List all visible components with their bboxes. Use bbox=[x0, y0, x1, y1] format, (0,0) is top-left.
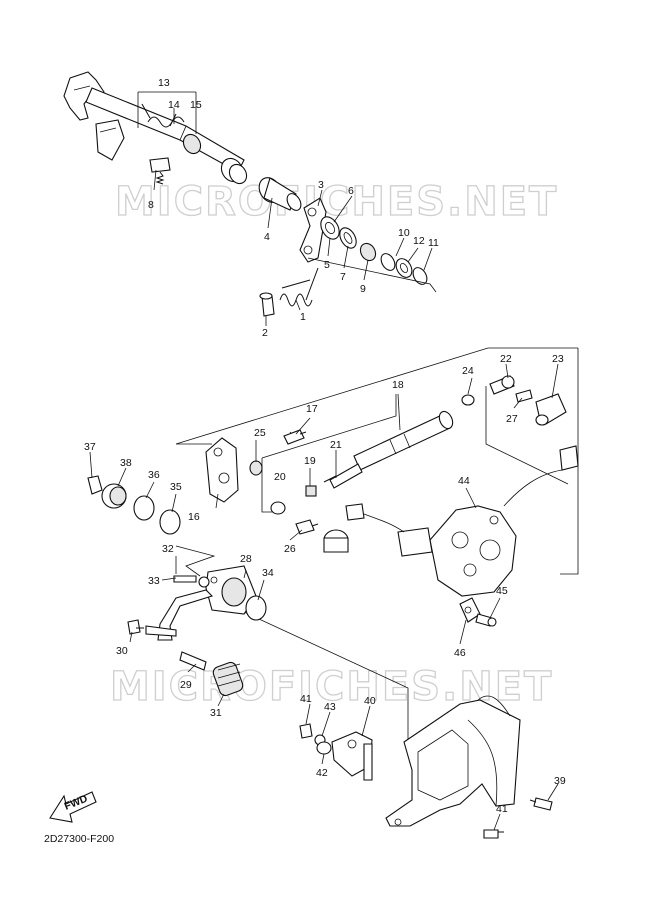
part-9-collar bbox=[359, 242, 377, 262]
callout-2: 2 bbox=[262, 327, 268, 339]
callout-31: 31 bbox=[210, 707, 222, 719]
callout-18: 18 bbox=[392, 379, 404, 391]
callout-41-lower: 41 bbox=[496, 803, 508, 815]
part-28-housing bbox=[205, 565, 257, 615]
part-23-cap bbox=[535, 393, 567, 426]
shift-shaft-assembly bbox=[63, 71, 248, 185]
callout-19: 19 bbox=[304, 455, 316, 467]
callout-46: 46 bbox=[454, 647, 466, 659]
part-25-collar bbox=[249, 460, 263, 476]
part-35-o-ring bbox=[159, 509, 181, 535]
callout-16: 16 bbox=[188, 511, 200, 523]
callout-13: 13 bbox=[158, 77, 170, 89]
callout-11: 11 bbox=[428, 237, 439, 249]
drawing-code: 2D27300-F200 bbox=[44, 833, 114, 845]
callout-28: 28 bbox=[240, 553, 252, 565]
shift-lever-arm bbox=[145, 589, 214, 641]
callout-44: 44 bbox=[458, 475, 470, 487]
callout-12: 12 bbox=[413, 235, 425, 247]
part-2-pin bbox=[259, 292, 275, 317]
callout-39: 39 bbox=[554, 775, 566, 787]
callout-10: 10 bbox=[398, 227, 410, 239]
callout-24: 24 bbox=[462, 365, 474, 377]
callout-34: 34 bbox=[262, 567, 274, 579]
part-26-bolt bbox=[295, 519, 319, 535]
callout-42: 42 bbox=[316, 767, 328, 779]
part-44-actuator bbox=[345, 469, 563, 597]
part-16-lever bbox=[205, 437, 239, 503]
part-4-bushing bbox=[258, 177, 302, 211]
part-38-bushing bbox=[101, 483, 127, 509]
part-41-bolt-lower bbox=[483, 829, 504, 839]
part-22-screw bbox=[489, 375, 515, 395]
callout-43: 43 bbox=[324, 701, 336, 713]
part-1-spring bbox=[279, 267, 319, 307]
callout-40: 40 bbox=[364, 695, 376, 707]
callouts: 1 2 3 4 5 6 7 8 9 10 11 12 13 14 15 16 1… bbox=[84, 77, 566, 815]
callout-7: 7 bbox=[340, 271, 346, 283]
part-34-o-ring bbox=[245, 595, 267, 621]
lower-leaders bbox=[129, 556, 559, 831]
part-29-pin bbox=[179, 651, 207, 671]
part-41-bolt-upper bbox=[299, 723, 313, 739]
part-24-washer bbox=[461, 394, 475, 406]
callout-1: 1 bbox=[300, 311, 306, 323]
part-3-lever bbox=[299, 197, 327, 263]
callout-26: 26 bbox=[284, 543, 296, 555]
washers-5-6-7 bbox=[320, 216, 357, 249]
callout-17: 17 bbox=[306, 403, 318, 415]
lower-frame-lines bbox=[175, 545, 409, 748]
callout-15: 15 bbox=[190, 99, 202, 111]
callout-36: 36 bbox=[148, 469, 160, 481]
callout-23: 23 bbox=[552, 353, 564, 365]
fwd-arrow-icon: FWD bbox=[49, 791, 97, 823]
callout-4: 4 bbox=[264, 231, 270, 243]
callout-14: 14 bbox=[168, 99, 180, 111]
watermark-upper: MICROFICHES.NET bbox=[115, 179, 558, 225]
part-31-spring bbox=[212, 661, 244, 697]
part-40-bracket bbox=[331, 731, 373, 781]
part-20-collar bbox=[270, 501, 286, 515]
part-36-o-ring bbox=[133, 495, 155, 521]
callout-37: 37 bbox=[84, 441, 96, 453]
part-27-screw bbox=[515, 389, 533, 403]
part-32-33-pin bbox=[173, 575, 210, 588]
connector-plug bbox=[559, 445, 579, 471]
part-17-bolt bbox=[283, 429, 307, 445]
middle-frame-lines bbox=[175, 347, 579, 575]
callout-33: 33 bbox=[148, 575, 160, 587]
callout-45: 45 bbox=[496, 585, 508, 597]
part-39-bolt bbox=[529, 797, 553, 811]
engine-bracket bbox=[385, 695, 521, 827]
part-8-stud bbox=[149, 157, 171, 185]
part-19-nut bbox=[305, 485, 317, 497]
middle-leaders bbox=[89, 363, 559, 645]
part-37-clip bbox=[87, 475, 103, 495]
washers-10-11-12 bbox=[380, 253, 428, 285]
callout-41-upper: 41 bbox=[300, 693, 312, 705]
callout-29: 29 bbox=[180, 679, 192, 691]
callout-35: 35 bbox=[170, 481, 182, 493]
callout-22: 22 bbox=[500, 353, 512, 365]
part-18-21-rod bbox=[323, 410, 454, 489]
callout-3: 3 bbox=[318, 179, 324, 191]
callout-21: 21 bbox=[330, 439, 342, 451]
upper-leaders bbox=[137, 91, 437, 326]
callout-9: 9 bbox=[360, 283, 366, 295]
part-30-bolt bbox=[127, 619, 144, 635]
callout-32: 32 bbox=[162, 543, 174, 555]
callout-6: 6 bbox=[348, 185, 354, 197]
part-45-bolt bbox=[475, 613, 497, 627]
callout-20: 20 bbox=[274, 471, 286, 483]
callout-38: 38 bbox=[120, 457, 132, 469]
cable-cap bbox=[323, 529, 349, 553]
callout-25: 25 bbox=[254, 427, 266, 439]
callout-27: 27 bbox=[506, 413, 518, 425]
callout-5: 5 bbox=[324, 259, 330, 271]
part-42-collar bbox=[316, 741, 332, 755]
callout-30: 30 bbox=[116, 645, 128, 657]
callout-8: 8 bbox=[148, 199, 154, 211]
